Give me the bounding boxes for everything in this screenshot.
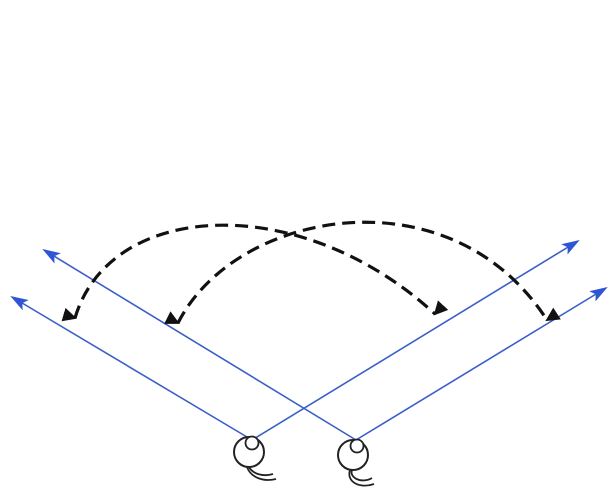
left-eye	[234, 437, 276, 480]
line-of-sight-left-eye-up-left	[12, 297, 252, 440]
dashed-arc-outer	[75, 225, 435, 318]
right-eye	[338, 440, 374, 486]
line-of-sight-right-eye-up-left	[44, 250, 356, 440]
line-of-sight-left-eye-up-right	[252, 241, 578, 440]
line-of-sight-right-eye-up-right	[356, 288, 606, 440]
dashed-arc-inner	[178, 222, 547, 323]
